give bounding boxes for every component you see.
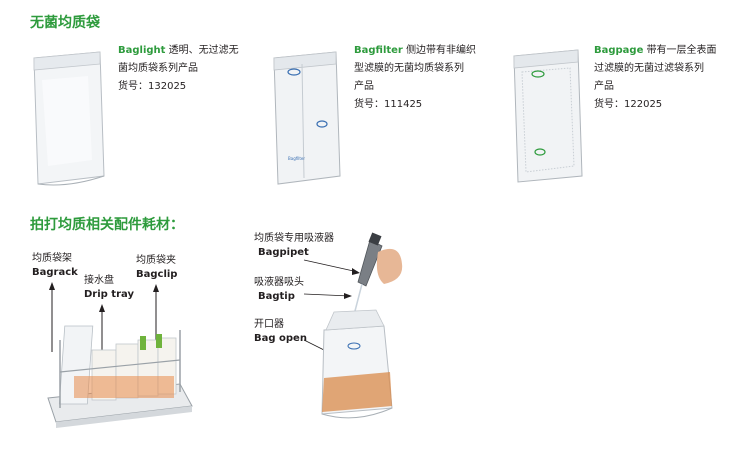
baglight-bag-image (33, 51, 105, 186)
label-bagclip: 均质袋夹 Bagclip (136, 254, 177, 282)
label-bagtip-cn: 吸液器吸头 (254, 277, 304, 288)
product-brand-bagfilter: Bagfilter (354, 45, 403, 56)
product-desc-line: 带有一层全表面 (646, 45, 717, 56)
label-bagclip-cn: 均质袋夹 (136, 255, 176, 266)
product-code: 111425 (384, 99, 423, 110)
product-brand-baglight: Baglight (118, 45, 166, 56)
bagfilter-bag-image: Bagfilter (273, 51, 341, 185)
label-bagclip-en: Bagclip (136, 269, 178, 280)
product-brand-bagpage: Bagpage (594, 45, 644, 56)
product-code-label: 货号： (354, 99, 384, 110)
product-desc-line: 产品 (354, 81, 374, 92)
label-bagpipet-cn: 均质袋专用吸液器 (254, 233, 334, 244)
label-bagpipet: 均质袋专用吸液器 Bagpipet (254, 232, 334, 260)
product-baglight-description: Baglight 透明、无过滤无 菌均质袋系列产品 货号：132025 (118, 42, 258, 96)
product-bagpage-description: Bagpage 带有一层全表面 过滤膜的无菌过滤袋系列 产品 货号：122025 (594, 42, 726, 114)
label-bagtip-en: Bagtip (258, 291, 295, 302)
product-desc-line: 过滤膜的无菌过滤袋系列 (594, 63, 704, 74)
bagpipet-bag-image (303, 232, 403, 419)
label-bagrack-cn: 均质袋架 (32, 253, 72, 264)
product-desc-line: 产品 (594, 81, 614, 92)
label-bagtip: 吸液器吸头 Bagtip (254, 276, 304, 304)
product-code: 122025 (624, 99, 663, 110)
product-code: 132025 (148, 81, 187, 92)
product-bagfilter-description: Bagfilter 侧边带有非编织 型滤膜的无菌均质袋系列 产品 货号：1114… (354, 42, 504, 114)
bagrack-image (47, 282, 193, 428)
product-desc-line: 侧边带有非编织 (406, 45, 477, 56)
product-code-label: 货号： (594, 99, 624, 110)
section-title-accessories: 拍打均质相关配件耗材： (30, 217, 184, 233)
svg-text:Bagfilter: Bagfilter (288, 156, 305, 161)
label-drip-tray: 接水盘 Drip tray (84, 274, 134, 302)
label-drip-tray-cn: 接水盘 (84, 275, 114, 286)
product-desc-line: 透明、无过滤无 (168, 45, 239, 56)
label-bag-open-cn: 开口器 (254, 319, 284, 330)
label-drip-tray-en: Drip tray (84, 289, 134, 300)
label-bagpipet-en: Bagpipet (258, 247, 309, 258)
label-bagrack: 均质袋架 Bagrack (32, 252, 78, 280)
bagpage-bag-image (513, 49, 583, 183)
label-bag-open-en: Bag open (254, 333, 307, 344)
product-code-label: 货号： (118, 81, 148, 92)
product-desc-line: 型滤膜的无菌均质袋系列 (354, 63, 464, 74)
label-bagrack-en: Bagrack (32, 267, 78, 278)
section-title-sterile-bags: 无菌均质袋 (30, 15, 100, 31)
label-bag-open: 开口器 Bag open (254, 318, 307, 346)
product-desc-line: 菌均质袋系列产品 (118, 63, 198, 74)
